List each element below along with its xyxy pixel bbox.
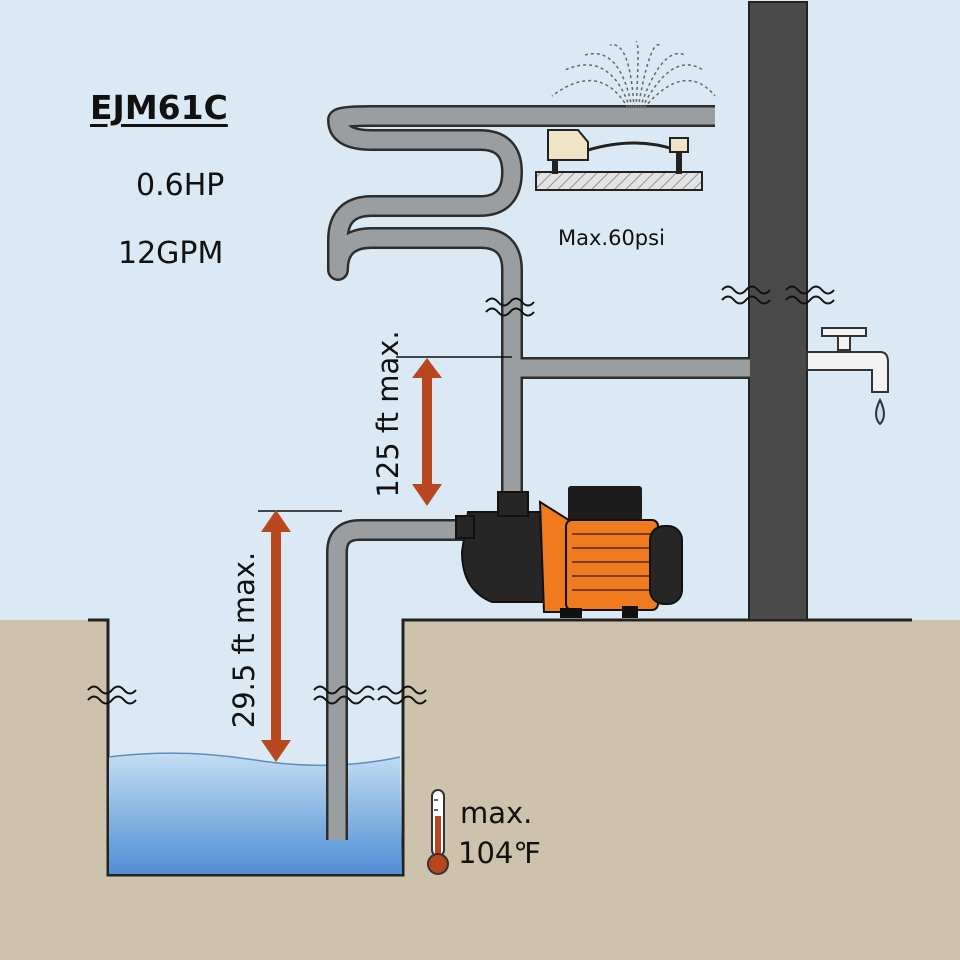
ground-outline	[88, 618, 912, 877]
temp-label: max.	[460, 796, 533, 830]
sprinkler-icon	[535, 41, 716, 191]
thermometer-icon	[427, 789, 449, 875]
break-marks	[87, 285, 835, 705]
max-suction-label: 29.5 ft max.	[227, 551, 261, 729]
dimension-lines	[258, 356, 512, 512]
pipe-system	[326, 105, 750, 840]
pressure-label: Max.60psi	[558, 226, 665, 250]
flow-label: 12GPM	[118, 236, 224, 271]
temp-value: 104℉	[458, 836, 541, 870]
model-label: EJM61C	[90, 88, 228, 127]
well-water	[109, 753, 402, 874]
suction-depth-arrow	[261, 510, 291, 762]
faucet-icon	[806, 327, 889, 426]
pump-icon	[455, 486, 683, 618]
power-label: 0.6HP	[136, 168, 225, 203]
water-surface	[108, 752, 401, 767]
head-height-arrow	[412, 358, 442, 506]
wall-column	[748, 1, 808, 621]
max-head-label: 125 ft max.	[371, 330, 405, 498]
